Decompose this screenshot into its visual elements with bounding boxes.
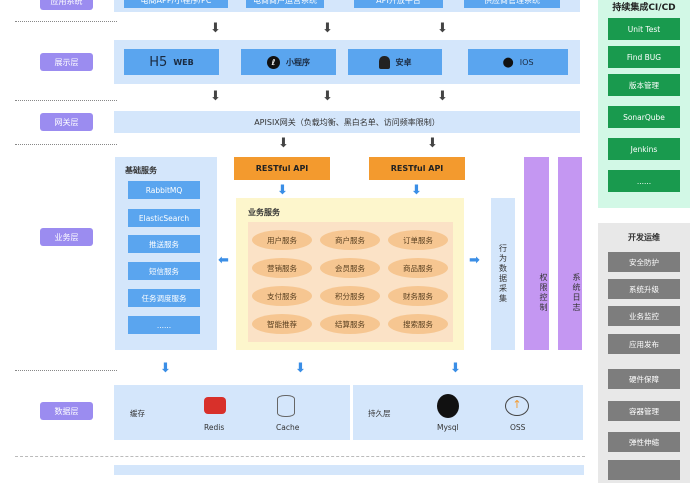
persistence-panel bbox=[353, 385, 583, 440]
base-service: ElasticSearch bbox=[128, 209, 200, 227]
devops-item: 安全防护 bbox=[608, 252, 680, 272]
apple-icon: ● bbox=[502, 54, 514, 70]
business-service: 商品服务 bbox=[388, 258, 448, 278]
mysql-icon bbox=[437, 394, 459, 418]
business-service: 支付服务 bbox=[252, 286, 312, 306]
android-icon bbox=[378, 55, 390, 69]
oss-icon: ↑ bbox=[505, 396, 529, 416]
cache-title: 缓存 bbox=[130, 409, 145, 418]
divider bbox=[15, 456, 585, 457]
layer-label-data: 数据层 bbox=[40, 402, 93, 420]
business-service: 商户服务 bbox=[320, 230, 380, 250]
redis-icon bbox=[204, 397, 226, 414]
business-service: 结算服务 bbox=[320, 314, 380, 334]
base-service: 任务调度服务 bbox=[128, 289, 200, 307]
arrow-down-icon: ⬇ bbox=[160, 361, 171, 376]
arrow-down-icon: ⬇ bbox=[437, 21, 448, 36]
business-service: 财务服务 bbox=[388, 286, 448, 306]
arrow-left-icon: ⬅ bbox=[218, 253, 229, 268]
arrow-down-icon: ⬇ bbox=[322, 21, 333, 36]
restful-api-box: RESTful API bbox=[234, 157, 330, 180]
app-system: API开放平台 bbox=[354, 0, 443, 8]
base-service: 短信服务 bbox=[128, 262, 200, 280]
arrow-down-icon: ⬇ bbox=[450, 361, 461, 376]
cache-icon bbox=[277, 395, 295, 417]
divider bbox=[15, 100, 117, 101]
arrow-right-icon: ➡ bbox=[469, 253, 480, 268]
devops-item: 业务监控 bbox=[608, 306, 680, 326]
restful-api-box: RESTful API bbox=[369, 157, 465, 180]
devops-item bbox=[608, 460, 680, 480]
divider bbox=[15, 144, 117, 145]
business-service: 订单服务 bbox=[388, 230, 448, 250]
app-band bbox=[114, 0, 580, 12]
cache-label: Cache bbox=[276, 423, 300, 432]
display-ios: ●IOS bbox=[468, 49, 568, 75]
layer-label-gateway: 网关层 bbox=[40, 113, 93, 131]
redis-label: Redis bbox=[204, 423, 225, 432]
base-service: 推送服务 bbox=[128, 235, 200, 253]
business-services-title: 业务服务 bbox=[248, 208, 280, 217]
arrow-down-icon: ⬇ bbox=[277, 183, 288, 198]
divider bbox=[15, 370, 117, 371]
devops-item: 容器管理 bbox=[608, 401, 680, 421]
layer-label-app: 应用系统 bbox=[40, 0, 93, 10]
cicd-item: Find BUG bbox=[608, 46, 680, 68]
arrow-down-icon: ⬇ bbox=[210, 89, 221, 104]
arrow-down-icon: ⬇ bbox=[322, 89, 333, 104]
business-service: 会员服务 bbox=[320, 258, 380, 278]
miniprogram-icon: ℓ bbox=[267, 55, 280, 69]
app-system: 电商APP/小程序/PC bbox=[124, 0, 228, 8]
persistence-title: 持久层 bbox=[368, 409, 391, 418]
cicd-item: ...... bbox=[608, 170, 680, 192]
cicd-item: Jenkins bbox=[608, 138, 680, 160]
cicd-title: 持续集成CI/CD bbox=[612, 3, 676, 13]
cicd-item: 版本管理 bbox=[608, 74, 680, 96]
devops-item: 应用发布 bbox=[608, 334, 680, 354]
business-service: 用户服务 bbox=[252, 230, 312, 250]
cicd-item: Unit Test bbox=[608, 18, 680, 40]
arrow-down-icon: ⬇ bbox=[295, 361, 306, 376]
system-log-column: 系统日志 bbox=[558, 157, 582, 350]
business-service: 积分服务 bbox=[320, 286, 380, 306]
bottom-band bbox=[114, 465, 584, 475]
behavior-data-column: 行为数据采集 bbox=[491, 198, 515, 350]
devops-item: 系统升级 bbox=[608, 279, 680, 299]
gateway-band: APISIX网关（负载均衡、黑白名单、访问频率限制） bbox=[114, 111, 580, 133]
h5-icon: H5 bbox=[149, 54, 168, 70]
arrow-down-icon: ⬇ bbox=[278, 136, 289, 151]
base-service: RabbitMQ bbox=[128, 181, 200, 199]
cicd-item: SonarQube bbox=[608, 106, 680, 128]
business-service: 智能推荐 bbox=[252, 314, 312, 334]
permission-column: 权限控制 bbox=[524, 157, 549, 350]
business-service: 搜索服务 bbox=[388, 314, 448, 334]
oss-label: OSS bbox=[510, 423, 526, 432]
arrow-down-icon: ⬇ bbox=[210, 21, 221, 36]
base-service: ...... bbox=[128, 316, 200, 334]
app-system: 电商商户运营系统 bbox=[246, 0, 324, 8]
divider bbox=[15, 21, 117, 22]
devops-item: 弹性伸缩 bbox=[608, 432, 680, 452]
arrow-down-icon: ⬇ bbox=[437, 89, 448, 104]
app-system: 供应商管理系统 bbox=[464, 0, 560, 8]
arrow-down-icon: ⬇ bbox=[427, 136, 438, 151]
layer-label-business: 业务层 bbox=[40, 228, 93, 246]
cache-panel bbox=[114, 385, 350, 440]
base-services-title: 基础服务 bbox=[125, 166, 157, 175]
arrow-down-icon: ⬇ bbox=[411, 183, 422, 198]
business-service: 营销服务 bbox=[252, 258, 312, 278]
display-android: 安卓 bbox=[348, 49, 442, 75]
layer-label-display: 展示层 bbox=[40, 53, 93, 71]
devops-item: 硬件保障 bbox=[608, 369, 680, 389]
mysql-label: Mysql bbox=[437, 423, 459, 432]
devops-title: 开发运维 bbox=[628, 233, 660, 242]
